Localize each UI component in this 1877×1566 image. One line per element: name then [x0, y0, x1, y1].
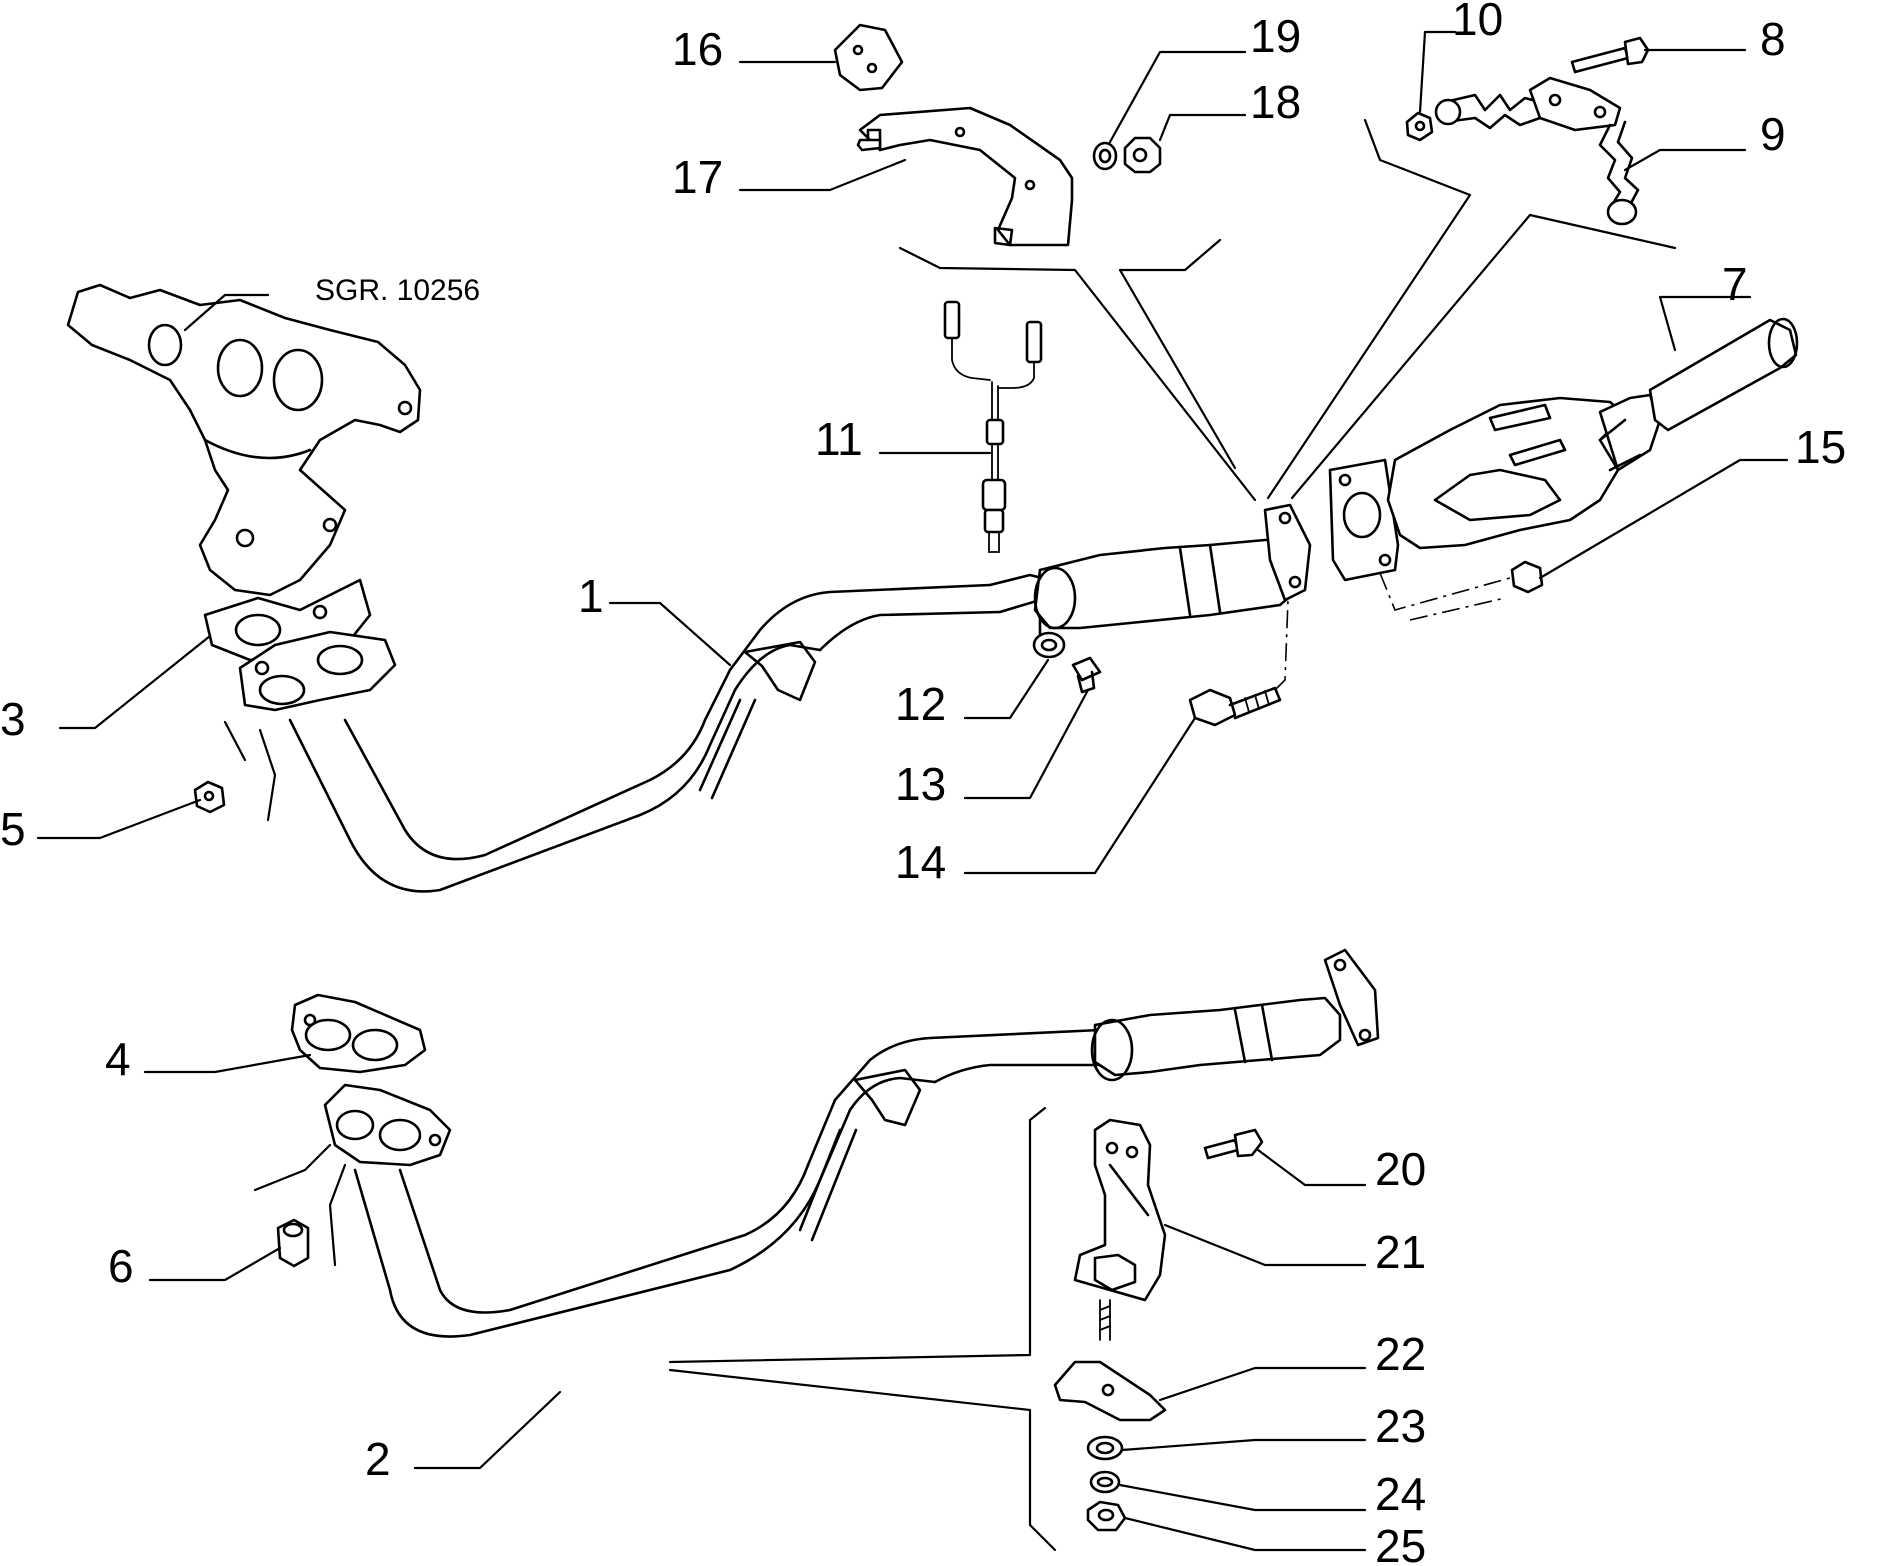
- reference-label: SGR. 10256: [315, 274, 480, 307]
- front-exhaust-pipe-1: [238, 503, 1312, 893]
- callout-2: 2: [365, 1433, 391, 1485]
- assembly-lines: [223, 118, 1677, 1552]
- callout-20: 20: [1375, 1143, 1426, 1195]
- callout-7: 7: [1722, 258, 1748, 310]
- washer-24: [1089, 1470, 1121, 1494]
- callout-4: 4: [105, 1033, 131, 1085]
- nut-5: [193, 780, 226, 814]
- nut-12: [1032, 631, 1066, 659]
- bolt-8: [1570, 36, 1650, 74]
- nut-18: [1123, 136, 1162, 174]
- washer-19: [1092, 141, 1118, 171]
- front-exhaust-pipe-2: [323, 948, 1380, 1338]
- callout-18: 18: [1250, 76, 1301, 128]
- callout-3: 3: [0, 693, 26, 745]
- nut-6: [276, 1218, 310, 1268]
- bolt-14: [1188, 599, 1289, 727]
- callout-15: 15: [1795, 421, 1846, 473]
- exhaust-hanger-9: [1434, 76, 1640, 226]
- nut-15: [1379, 560, 1544, 621]
- callout-17: 17: [672, 151, 723, 203]
- catalytic-converter-7: [1328, 317, 1799, 582]
- callout-21: 21: [1375, 1226, 1426, 1278]
- washer-23: [1086, 1435, 1124, 1461]
- nut-10: [1405, 111, 1434, 142]
- callout-25: 25: [1375, 1520, 1426, 1566]
- callout-1: 1: [578, 570, 604, 622]
- callout-23: 23: [1375, 1400, 1426, 1452]
- callout-10: 10: [1452, 0, 1503, 45]
- bolt-20: [1203, 1128, 1264, 1160]
- callout-22: 22: [1375, 1328, 1426, 1380]
- callout-leaders: [36, 30, 1789, 1552]
- callout-12: 12: [895, 678, 946, 730]
- callout-6: 6: [108, 1240, 134, 1292]
- gasket-4: [290, 993, 427, 1074]
- rubber-mount-16: [833, 23, 904, 92]
- bracket-17: [856, 106, 1074, 247]
- callout-16: 16: [672, 23, 723, 75]
- callout-8: 8: [1760, 13, 1786, 65]
- bracket-21: [1073, 1118, 1167, 1341]
- exhaust-manifold: [66, 283, 422, 597]
- callout-9: 9: [1760, 108, 1786, 160]
- callout-24: 24: [1375, 1468, 1426, 1520]
- plate-22: [1053, 1360, 1167, 1422]
- plug-13: [1071, 656, 1102, 694]
- callout-5: 5: [0, 803, 26, 855]
- callout-19: 19: [1250, 10, 1301, 62]
- lambda-sensor-11: [943, 300, 1043, 553]
- nut-25: [1086, 1500, 1127, 1532]
- callout-13: 13: [895, 758, 946, 810]
- callout-11: 11: [815, 413, 863, 465]
- callout-14: 14: [895, 836, 946, 888]
